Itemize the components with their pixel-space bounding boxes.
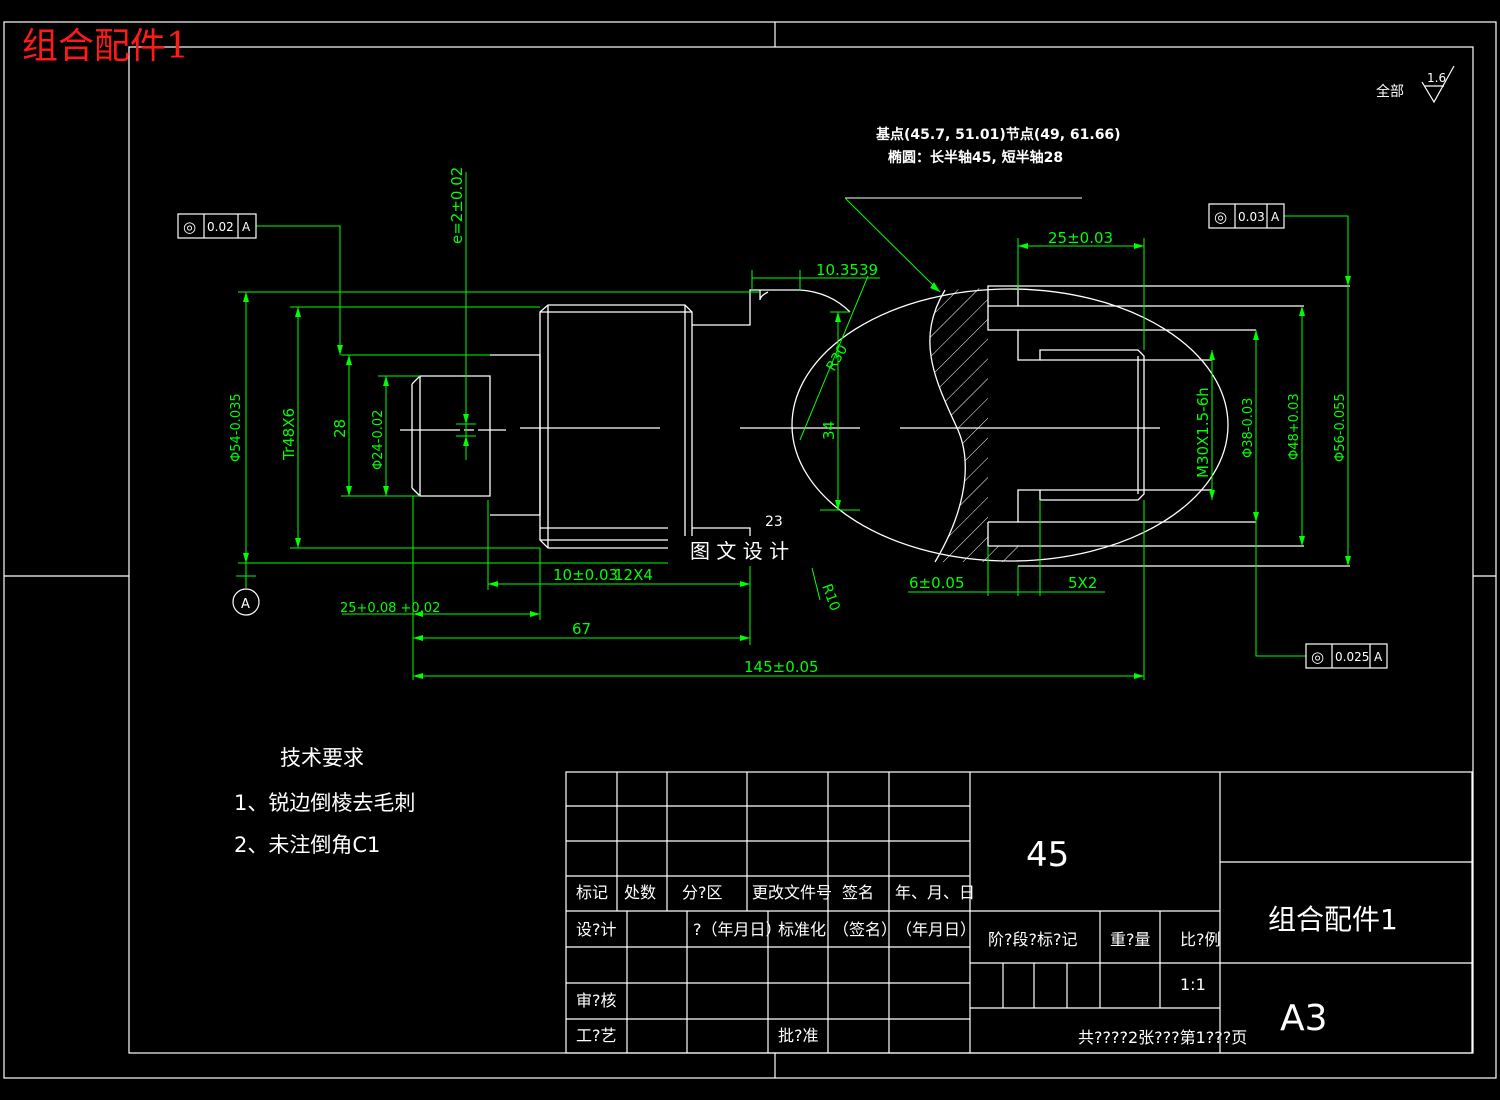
dim-phi38: Φ38-0.03 <box>1241 398 1256 458</box>
roughness-prefix: 全部 <box>1376 83 1404 100</box>
tolerance-value-1: 0.02 <box>207 220 234 234</box>
tb-header-doc: 更改文件号 <box>752 883 832 902</box>
tb-design: 设?计 <box>576 920 617 939</box>
tb-header-mark: 标记 <box>576 883 608 902</box>
tech-req-item-2: 2、未注倒角C1 <box>234 833 380 857</box>
datum-a-label: A <box>241 597 250 612</box>
concentricity-icon: ◎ <box>1311 648 1324 666</box>
part-outline <box>400 285 1350 567</box>
dim-phi54: Φ54-0.035 <box>229 393 244 462</box>
note-ellipse: 椭圆：长半轴45, 短半轴28 <box>888 149 1063 166</box>
tb-design-date: ?（年月日） <box>693 920 782 939</box>
dim-6: 6±0.05 <box>909 574 965 592</box>
tb-sheets: 共????2张???第1???页 <box>1078 1028 1247 1047</box>
tb-header-date: 年、月、日 <box>895 883 975 902</box>
note-base-point: 基点(45.7, 51.01)节点(49, 61.66) <box>876 126 1121 143</box>
dim-67: 67 <box>572 620 591 638</box>
tb-sheet-size: A3 <box>1280 998 1328 1039</box>
tb-standard-date: （年月日） <box>896 920 976 939</box>
dimension-labels: e=2±0.02 10.3539 25±0.03 R30 34 23 R10 Φ… <box>229 167 1348 676</box>
tolerance-datum-3: A <box>1374 650 1383 664</box>
window-title: 组合配件1 <box>22 26 189 67</box>
dim-m30: M30X1.5-6h <box>1194 387 1212 478</box>
dim-e: e=2±0.02 <box>448 167 466 244</box>
dim-28: 28 <box>331 419 349 438</box>
title-block <box>565 771 1473 1054</box>
tb-header-zone: 分?区 <box>682 883 723 902</box>
tolerance-datum-1: A <box>242 220 251 234</box>
tb-scale-label: 比?例 <box>1180 930 1221 949</box>
dim-25-003: 25±0.03 <box>1048 229 1113 247</box>
tb-standard-sign: （签名） <box>833 920 897 939</box>
dimension-arrows <box>243 243 1351 679</box>
dim-34: 34 <box>820 421 838 440</box>
section-hatch <box>929 288 1018 562</box>
dim-145: 145±0.05 <box>744 658 819 676</box>
dim-r30: R30 <box>824 342 852 374</box>
watermark: 图 文 设 计 <box>690 539 789 563</box>
tb-header-sign: 签名 <box>842 883 874 902</box>
tb-approve: 批?准 <box>778 1026 819 1045</box>
dim-r10: R10 <box>818 582 842 613</box>
tb-standard: 标准化 <box>778 920 826 939</box>
tolerance-datum-2: A <box>1271 210 1280 224</box>
tolerance-value-3: 0.025 <box>1335 650 1369 664</box>
dim-5x2: 5X2 <box>1068 574 1097 592</box>
tb-scale-value: 1:1 <box>1180 975 1206 994</box>
watermark-bg <box>668 536 838 566</box>
tb-part-name: 组合配件1 <box>1268 903 1398 936</box>
dim-10-003: 10±0.03 <box>553 566 618 584</box>
tb-weight-label: 重?量 <box>1110 930 1151 949</box>
dim-phi24: Φ24-0.02 <box>371 410 386 470</box>
tb-header-count: 处数 <box>624 883 656 902</box>
title-block-text: 标记 处数 分?区 更改文件号 签名 年、月、日 设?计 ?（年月日） 标准化 … <box>576 883 1247 1047</box>
dim-23: 23 <box>765 514 783 530</box>
tb-review: 审?核 <box>576 991 617 1010</box>
tb-process: 工?艺 <box>576 1026 617 1045</box>
tolerance-frame-2 <box>1208 203 1285 229</box>
roughness-check-icon <box>1421 65 1455 104</box>
tolerance-value-2: 0.03 <box>1238 210 1265 224</box>
dim-phi48: Φ48+0.03 <box>1287 393 1302 460</box>
tb-stage-label: 阶?段?标?记 <box>988 930 1077 949</box>
dim-10-3539: 10.3539 <box>816 261 878 279</box>
tech-req-item-1: 1、锐边倒棱去毛刺 <box>234 791 415 815</box>
dim-25-008: 25+0.08 +0.02 <box>340 601 440 616</box>
datum-a: A <box>232 588 260 616</box>
roughness-value: 1.6 <box>1427 71 1446 85</box>
dim-12x4: 12X4 <box>614 566 653 584</box>
roughness-symbol: 全部 1.6 <box>1376 65 1455 104</box>
dim-tr48: Tr48X6 <box>280 408 298 461</box>
concentricity-icon: ◎ <box>183 218 196 236</box>
tolerance-frame-3 <box>1305 643 1388 669</box>
tolerance-frame-1 <box>177 213 257 239</box>
tb-material: 45 <box>1026 835 1069 875</box>
tech-req-title: 技术要求 <box>280 746 364 770</box>
dim-phi56: Φ56-0.055 <box>1333 393 1348 462</box>
concentricity-icon: ◎ <box>1214 208 1227 226</box>
